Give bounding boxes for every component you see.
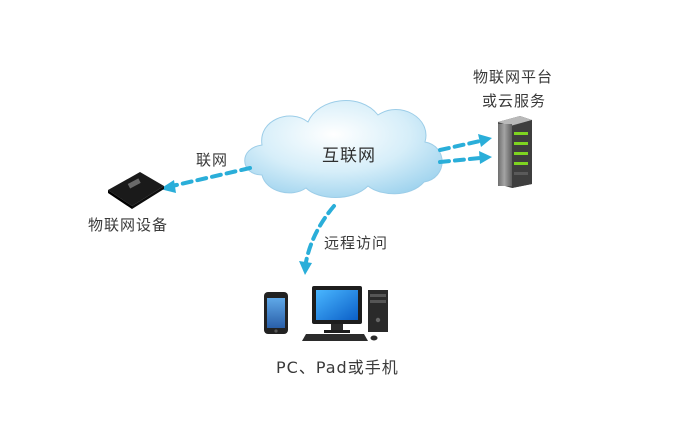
clients-label: PC、Pad或手机 bbox=[276, 358, 399, 377]
server-led-3 bbox=[514, 152, 528, 155]
monitor-icon bbox=[312, 286, 362, 333]
server-label-line2: 或云服务 bbox=[482, 92, 547, 110]
device-label: 物联网设备 bbox=[88, 216, 169, 234]
server-led-4 bbox=[514, 162, 528, 165]
device-link-label: 联网 bbox=[196, 151, 229, 169]
arrow-cloud-to-clients bbox=[299, 204, 336, 275]
cloud-icon bbox=[244, 100, 443, 198]
cloud-label: 互联网 bbox=[322, 146, 376, 166]
arrow-cloud-to-server-bottom bbox=[438, 151, 492, 164]
arrow-cloud-to-server-top bbox=[438, 134, 492, 152]
mouse-icon bbox=[370, 335, 378, 341]
server-led-2 bbox=[514, 142, 528, 145]
keyboard-icon bbox=[302, 334, 368, 341]
scale-device-icon bbox=[108, 172, 164, 209]
server-led-1 bbox=[514, 132, 528, 135]
server-icon bbox=[498, 116, 532, 188]
pc-tower-icon bbox=[368, 290, 388, 332]
smartphone-icon bbox=[264, 292, 288, 334]
arrow-cloud-to-device bbox=[160, 166, 252, 193]
remote-access-label: 远程访问 bbox=[324, 234, 389, 252]
server-label-line1: 物联网平台 bbox=[473, 68, 554, 86]
